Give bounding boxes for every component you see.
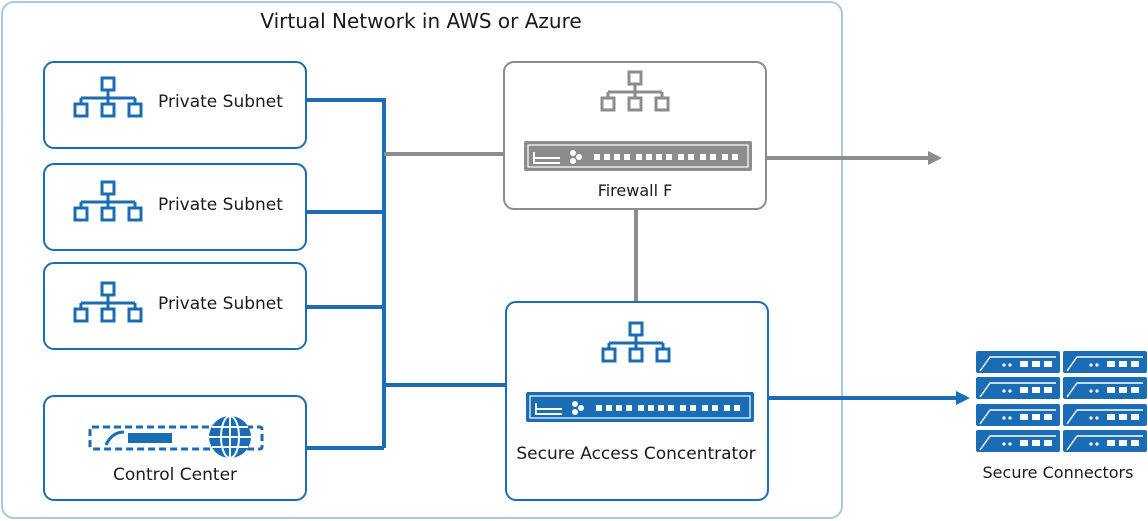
connector-appliance-icon: [1062, 403, 1148, 427]
concentrator-appliance-icon: [526, 392, 754, 422]
firewall-box[interactable]: [503, 61, 767, 210]
private-subnet-1[interactable]: [43, 61, 307, 149]
connector-appliance-icon: [975, 350, 1061, 374]
firewall-links: [384, 152, 930, 302]
secure-connectors-stack[interactable]: [975, 350, 1148, 453]
connector-appliance-icon: [1062, 429, 1148, 453]
private-subnet-3[interactable]: [43, 262, 307, 350]
connector-appliance-icon: [975, 403, 1061, 427]
subnet-bus-lines: [306, 98, 506, 450]
concentrator-label: Secure Access Concentrator: [516, 444, 756, 464]
private-subnet-2[interactable]: [43, 163, 307, 251]
control-center[interactable]: [43, 395, 307, 501]
concentrator-box[interactable]: [505, 301, 769, 501]
private-subnet-label: Private Subnet: [158, 92, 283, 112]
connector-appliance-icon: [975, 429, 1061, 453]
firewall-appliance-icon: [524, 141, 752, 171]
virtual-network-title: Virtual Network in AWS or Azure: [260, 9, 582, 33]
firewall-label: Firewall F: [597, 181, 673, 200]
internet-arrow-icon: [928, 151, 942, 165]
private-subnet-label: Private Subnet: [158, 294, 283, 314]
control-center-label: Control Center: [112, 465, 238, 485]
secure-connectors-label: Secure Connectors: [982, 463, 1134, 482]
globe-icon: [209, 415, 251, 459]
private-subnet-label: Private Subnet: [158, 195, 283, 215]
connector-arrow-icon: [956, 391, 970, 405]
connector-appliance-icon: [975, 376, 1061, 400]
connector-appliance-icon: [1062, 376, 1148, 400]
connector-appliance-icon: [1062, 350, 1148, 374]
